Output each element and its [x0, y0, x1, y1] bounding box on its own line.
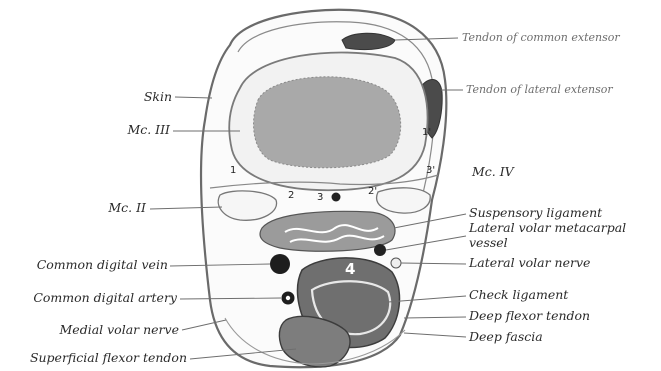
label-tendon-lateral-extensor: Tendon of lateral extensor	[466, 84, 613, 95]
label-common-digital-vein: Common digital vein	[0, 259, 168, 272]
label-medial-volar-nerve: Medial volar nerve	[0, 324, 179, 337]
label-mc3: Mc. III	[100, 124, 170, 137]
label-lateral-volar-metacarpal: Lateral volar metacarpal	[469, 222, 626, 235]
lateral-volar-nerve-shape	[391, 258, 401, 268]
number-2: 2	[288, 191, 294, 201]
label-skin: Skin	[128, 91, 172, 104]
label-vessel: vessel	[469, 237, 508, 250]
label-lateral-volar-nerve: Lateral volar nerve	[469, 257, 590, 270]
label-common-digital-artery: Common digital artery	[0, 292, 177, 305]
label-mc2: Mc. II	[90, 202, 146, 215]
label-tendon-common-extensor: Tendon of common extensor	[462, 32, 620, 43]
label-check-ligament: Check ligament	[469, 289, 568, 302]
label-deep-fascia: Deep fascia	[469, 331, 543, 344]
number-1-prime: 1'	[422, 128, 431, 138]
lateral-volar-metacarpal-vessel	[374, 244, 386, 256]
number-4: 4	[345, 262, 355, 277]
label-mc4: Mc. IV	[472, 166, 514, 179]
label-suspensory-ligament: Suspensory ligament	[469, 207, 602, 220]
mc3-medulla	[254, 77, 401, 168]
common-digital-vein-shape	[270, 254, 290, 274]
label-superficial-flexor-tendon: Superficial flexor tendon	[0, 352, 187, 365]
number-3: 3	[317, 193, 323, 203]
number-1: 1	[230, 166, 236, 176]
number-3-prime: 3'	[426, 166, 435, 176]
vessel-3	[332, 193, 341, 202]
mc4-bone	[377, 188, 431, 213]
label-deep-flexor-tendon: Deep flexor tendon	[469, 310, 590, 323]
mc2-bone	[218, 191, 276, 220]
artery-lumen	[286, 296, 290, 300]
number-2-prime: 2'	[368, 187, 377, 197]
